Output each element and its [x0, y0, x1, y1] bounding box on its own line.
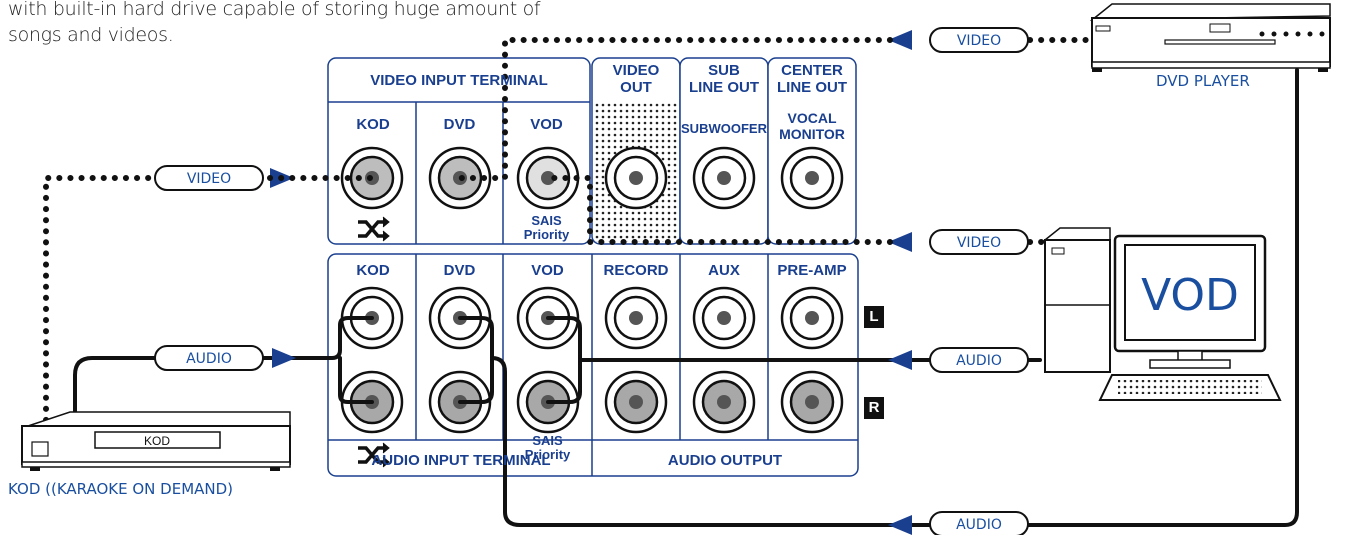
pill-audio-dvd: AUDIO	[929, 511, 1029, 535]
dvd-player-device	[1089, 3, 1331, 72]
sub-out-line2: LINE OUT	[689, 79, 759, 96]
jack-record-l	[604, 286, 668, 350]
subwoofer-label: SUBWOOFER	[681, 121, 767, 136]
intro-line-1: with built-in hard drive capable of stor…	[8, 0, 541, 20]
intro-line-2: songs and videos.	[8, 24, 174, 46]
video-out-line2: OUT	[620, 79, 652, 96]
intro-text: with built-in hard drive capable of stor…	[8, 0, 568, 48]
jack-subwoofer	[692, 146, 756, 210]
pill-audio-kod-label: AUDIO	[186, 351, 232, 367]
left-channel-badge: L	[864, 306, 884, 328]
pill-video-dvd: VIDEO	[929, 27, 1029, 53]
audio-input-col-vod: VOD	[531, 262, 564, 279]
center-out-title: CENTER LINE OUT	[768, 62, 856, 96]
pill-video-kod-label: VIDEO	[187, 171, 231, 187]
video-input-col-dvd: DVD	[443, 116, 476, 133]
pill-video-vod-label: VIDEO	[957, 235, 1001, 251]
pill-audio-dvd-label: AUDIO	[956, 517, 1002, 533]
jack-preamp-r	[780, 370, 844, 434]
arrow-left-icon	[888, 232, 912, 252]
audio-output-col-record: RECORD	[603, 262, 669, 279]
vocal-monitor-line2: MONITOR	[779, 126, 845, 142]
arrow-left-icon	[888, 515, 912, 535]
center-out-line2: LINE OUT	[777, 79, 847, 96]
audio-output-col-aux: AUX	[708, 262, 740, 279]
video-vod-priority-line2: Priority	[523, 227, 570, 242]
kod-device: KOD	[21, 411, 291, 471]
audio-vod-priority-line2: Priority	[524, 447, 571, 462]
audio-panel	[327, 253, 859, 477]
video-input-col-kod: KOD	[356, 116, 390, 133]
audio-input-col-kod: KOD	[356, 262, 390, 279]
dvd-player-caption: DVD PLAYER	[1156, 72, 1250, 90]
vocal-monitor-label: VOCAL MONITOR	[768, 110, 856, 142]
audio-output-col-preamp: PRE-AMP	[777, 262, 847, 279]
jack-video-vod	[516, 146, 580, 210]
audio-output-title: AUDIO OUTPUT	[667, 452, 783, 469]
audio-cables	[73, 68, 1299, 527]
vocal-monitor-line1: VOCAL	[787, 110, 837, 126]
audio-vod-priority: SAIS Priority	[503, 434, 592, 462]
video-vod-priority-line1: SAIS	[531, 213, 562, 228]
video-out-line1: VIDEO	[612, 62, 660, 79]
jack-aux-l	[692, 286, 756, 350]
pill-video-kod: VIDEO	[154, 165, 264, 191]
kod-caption: KOD ((KARAOKE ON DEMAND)	[8, 480, 234, 498]
vod-computer: VOD	[1042, 227, 1282, 401]
jack-preamp-l	[780, 286, 844, 350]
video-input-title: VIDEO INPUT TERMINAL	[370, 72, 548, 89]
shuffle-icon	[358, 216, 390, 242]
video-vod-priority: SAIS Priority	[503, 214, 590, 242]
pill-video-dvd-label: VIDEO	[957, 33, 1001, 49]
audio-input-col-dvd: DVD	[443, 262, 476, 279]
kod-device-display: KOD	[144, 434, 170, 448]
video-input-col-vod: VOD	[530, 116, 563, 133]
center-out-line1: CENTER	[781, 62, 843, 79]
arrow-left-icon	[888, 350, 912, 370]
vod-screen-text: VOD	[1141, 270, 1239, 321]
pill-audio-vod-label: AUDIO	[956, 353, 1002, 369]
arrow-right-icon	[272, 348, 296, 368]
right-channel-badge: R	[864, 397, 884, 419]
jack-vocal-monitor	[780, 146, 844, 210]
arrow-left-icon	[888, 30, 912, 50]
audio-vod-priority-line1: SAIS	[532, 433, 563, 448]
pill-audio-kod: AUDIO	[154, 345, 264, 371]
audio-input-title: AUDIO INPUT TERMINAL	[371, 452, 551, 469]
pill-audio-vod: AUDIO	[929, 347, 1029, 373]
sub-out-line1: SUB	[708, 62, 740, 79]
video-out-title: VIDEO OUT	[592, 62, 680, 96]
sub-out-title: SUB LINE OUT	[680, 62, 768, 96]
pill-video-vod: VIDEO	[929, 229, 1029, 255]
jack-video-out	[604, 146, 668, 210]
jack-record-r	[604, 370, 668, 434]
jack-aux-r	[692, 370, 756, 434]
video-cables	[43, 37, 1093, 423]
shuffle-icon	[358, 442, 390, 468]
